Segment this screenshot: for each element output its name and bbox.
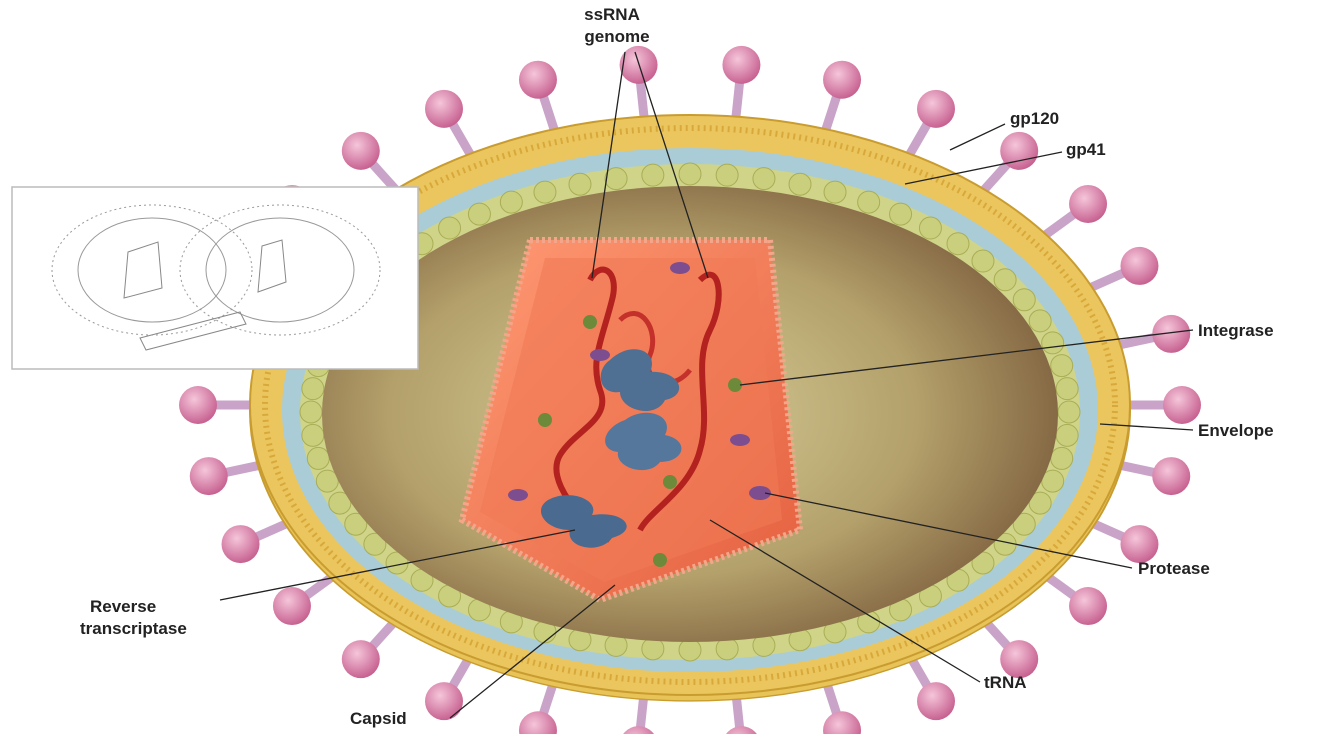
gp120-head — [1069, 185, 1107, 223]
matrix-bead — [679, 639, 701, 661]
label-transcriptase: transcriptase — [80, 619, 187, 638]
label-envelope: Envelope — [1198, 421, 1274, 440]
electron-micrograph-inset — [12, 187, 418, 369]
gp120-head — [917, 682, 955, 720]
label-trna: tRNA — [984, 673, 1027, 692]
gp120-head — [1000, 132, 1038, 170]
matrix-bead — [302, 378, 324, 400]
label-reverse: Reverse — [90, 597, 156, 616]
label-protease: Protease — [1138, 559, 1210, 578]
matrix-bead — [468, 203, 490, 225]
matrix-bead — [534, 181, 556, 203]
matrix-bead — [605, 168, 627, 190]
matrix-bead — [994, 269, 1016, 291]
matrix-bead — [858, 191, 880, 213]
matrix-bead — [947, 233, 969, 255]
gp120-head — [179, 386, 217, 424]
gp120-head — [1152, 457, 1190, 495]
matrix-bead — [302, 424, 324, 446]
matrix-bead — [1029, 310, 1051, 332]
label-genome: genome — [584, 27, 649, 46]
gp120-head — [722, 726, 760, 734]
gp120-head — [722, 46, 760, 84]
matrix-bead — [1056, 378, 1078, 400]
matrix-bead — [1056, 424, 1078, 446]
gp120-head — [1120, 525, 1158, 563]
matrix-bead — [679, 163, 701, 185]
matrix-bead — [1058, 401, 1080, 423]
gp120-head — [342, 640, 380, 678]
gp120-head — [823, 711, 861, 734]
gp120-head — [519, 711, 557, 734]
gp120-head — [425, 682, 463, 720]
gp120-head — [620, 726, 658, 734]
matrix-bead — [919, 217, 941, 239]
matrix-bead — [569, 173, 591, 195]
gp120-head — [917, 90, 955, 128]
label-capsid: Capsid — [350, 709, 407, 728]
gp120-head — [190, 457, 228, 495]
matrix-bead — [890, 203, 912, 225]
label-integrase: Integrase — [1198, 321, 1274, 340]
gp120-head — [273, 587, 311, 625]
matrix-bead — [1051, 355, 1073, 377]
gp120-head — [342, 132, 380, 170]
matrix-bead — [1042, 332, 1064, 354]
matrix-bead — [1051, 447, 1073, 469]
label-ssrna: ssRNA — [584, 5, 640, 24]
matrix-bead — [1013, 289, 1035, 311]
label-gp120: gp120 — [1010, 109, 1059, 128]
matrix-bead — [439, 217, 461, 239]
matrix-bead — [300, 401, 322, 423]
matrix-bead — [789, 173, 811, 195]
matrix-bead — [642, 164, 664, 186]
matrix-bead — [753, 168, 775, 190]
matrix-bead — [500, 191, 522, 213]
matrix-bead — [972, 250, 994, 272]
gp120-head — [222, 525, 260, 563]
gp120-head — [1120, 247, 1158, 285]
gp120-head — [1069, 587, 1107, 625]
gp120-head — [425, 90, 463, 128]
gp120-head — [823, 61, 861, 99]
matrix-bead — [824, 181, 846, 203]
matrix-bead — [716, 164, 738, 186]
label-gp41: gp41 — [1066, 140, 1106, 159]
gp120-head — [519, 61, 557, 99]
gp120-head — [1163, 386, 1201, 424]
matrix-bead — [307, 447, 329, 469]
